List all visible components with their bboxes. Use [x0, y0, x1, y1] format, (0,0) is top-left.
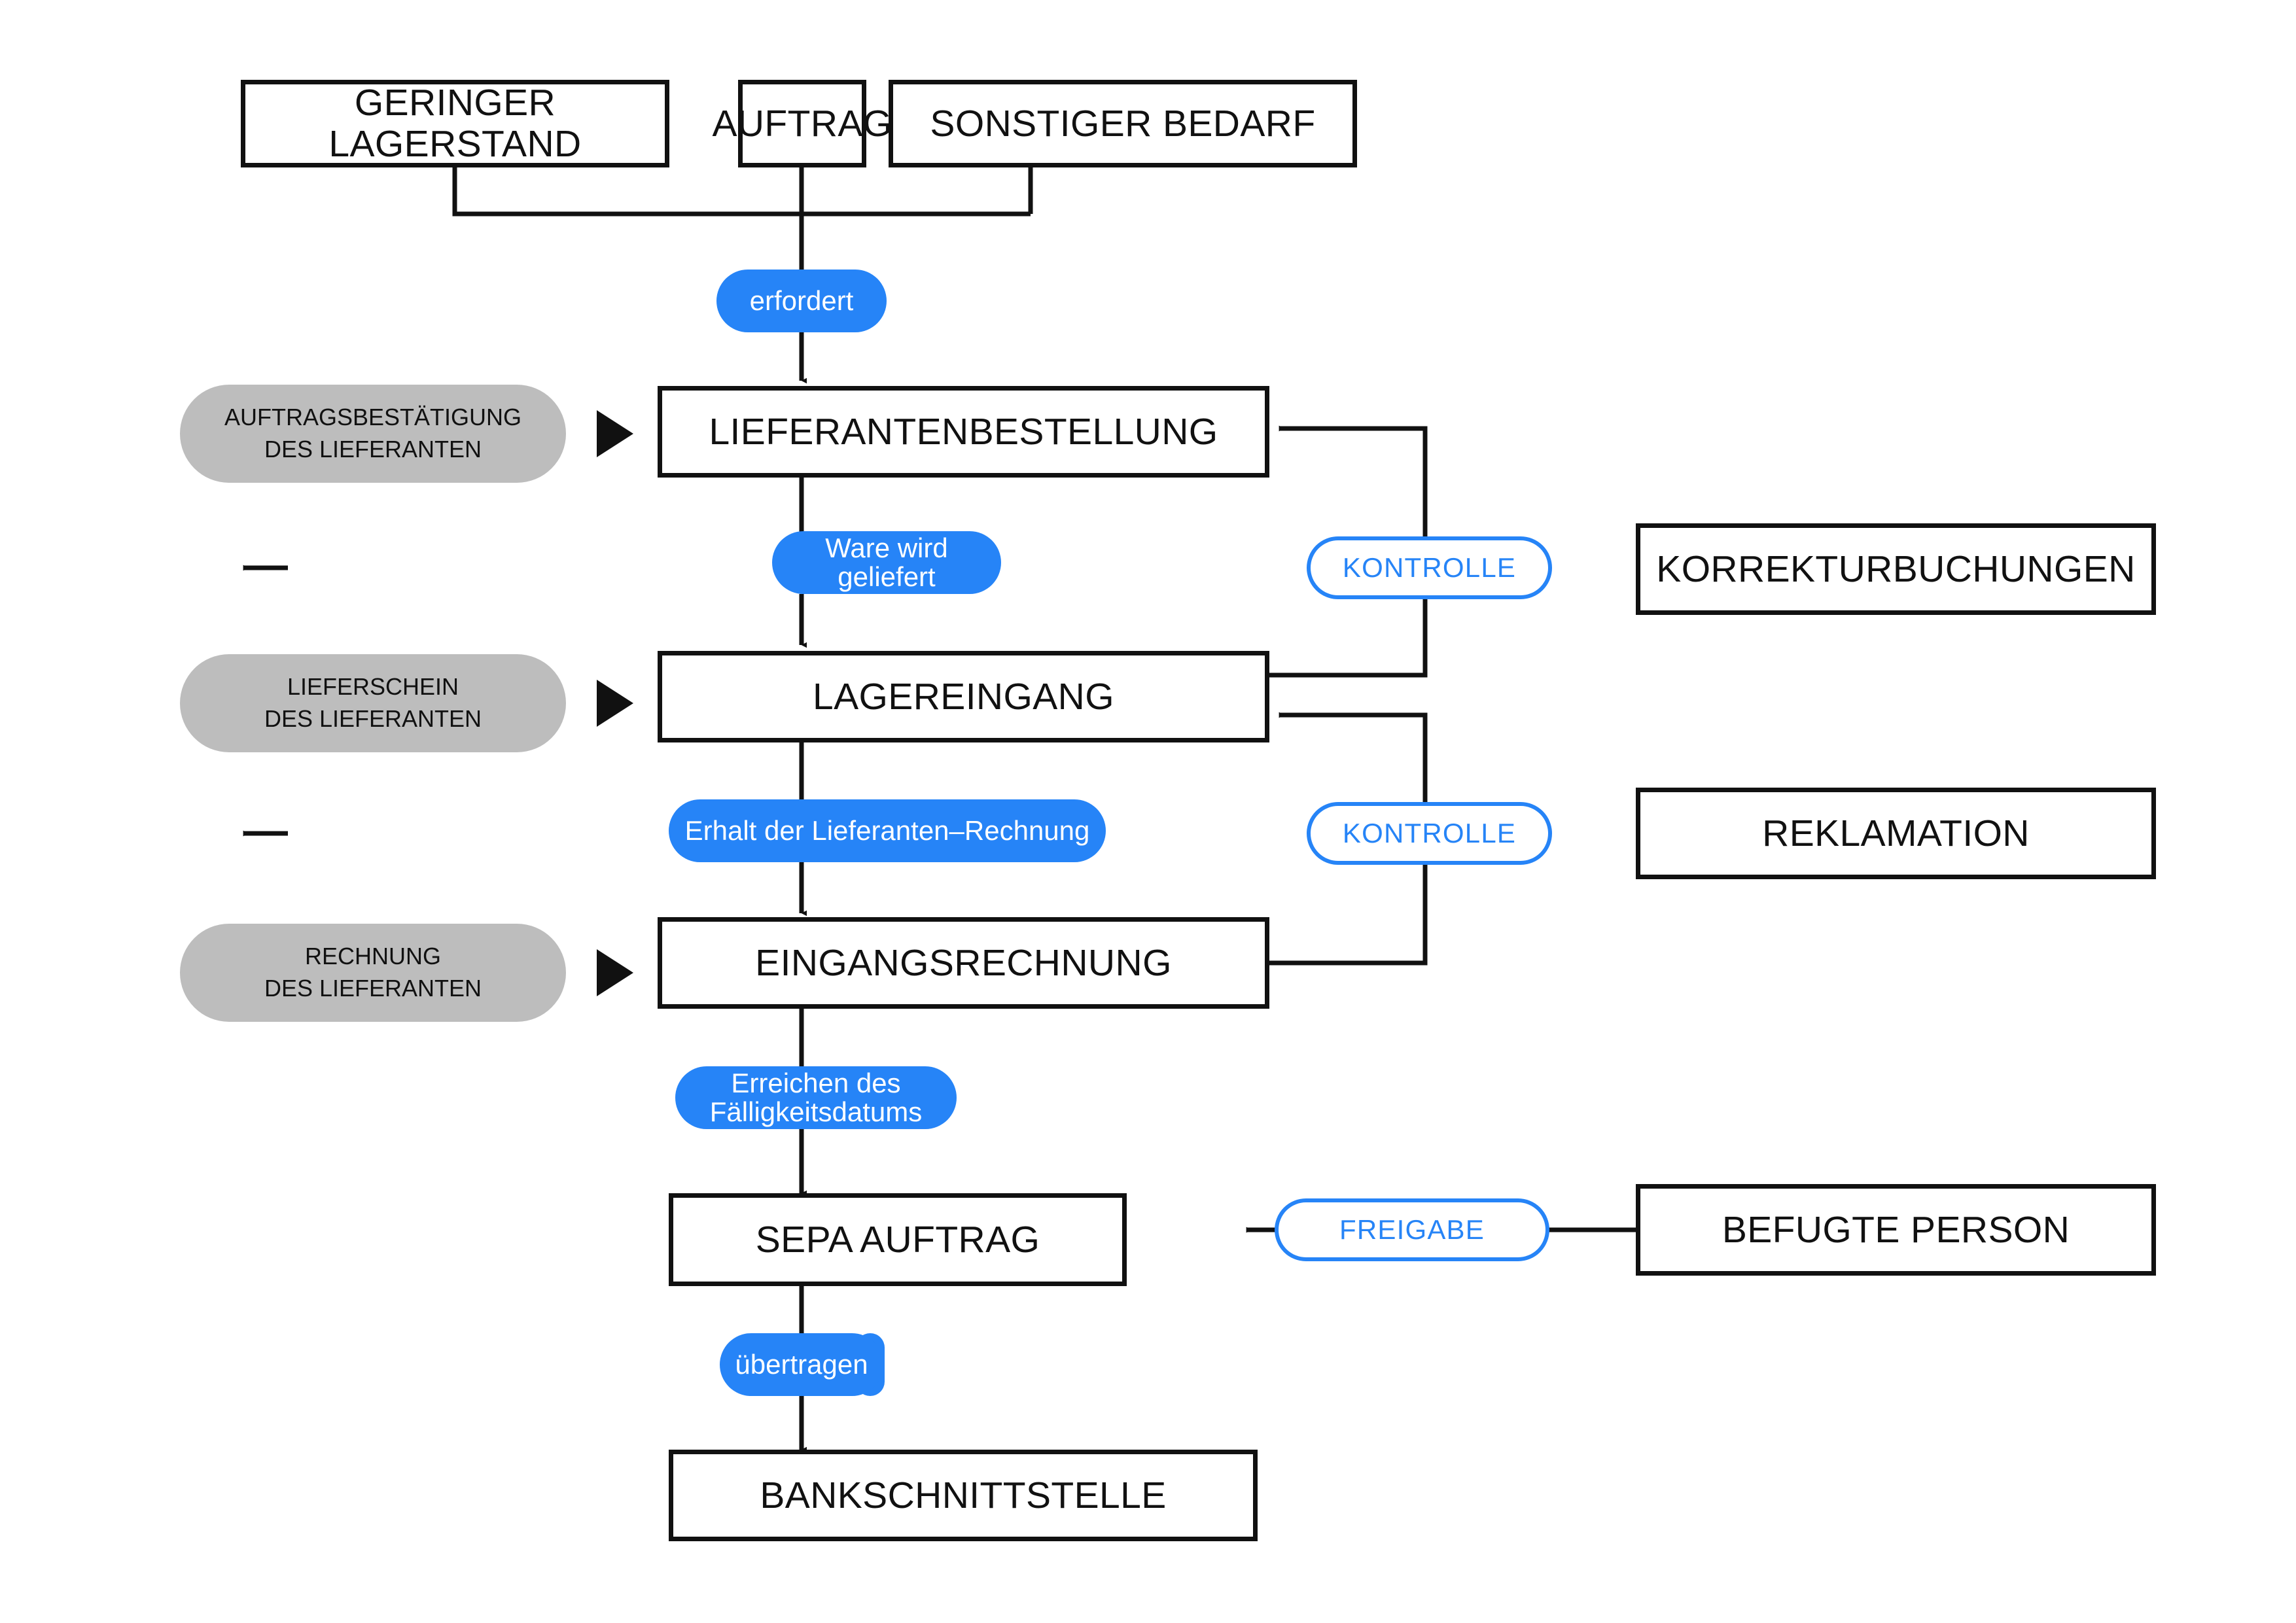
- trigger-box-label: SONSTIGER BEDARF: [930, 102, 1316, 145]
- process-box-bankschnittstelle[interactable]: BANKSCHNITTSTELLE: [669, 1450, 1258, 1541]
- side-box-label: BEFUGTE PERSON: [1722, 1208, 2070, 1251]
- side-box-label: REKLAMATION: [1762, 812, 2030, 854]
- gate-pill-freigabe[interactable]: FREIGABE: [1275, 1198, 1549, 1261]
- event-pill-label: übertragen: [735, 1348, 868, 1380]
- gate-pill-label: FREIGABE: [1339, 1213, 1485, 1245]
- trigger-box-auftrag[interactable]: AUFTRAG: [712, 80, 892, 167]
- document-pill-line1: LIEFERSCHEIN: [287, 673, 459, 701]
- document-pill-line2: DES LIEFERANTEN: [264, 975, 482, 1002]
- trigger-box-sonstiger-bedarf[interactable]: SONSTIGER BEDARF: [889, 80, 1357, 167]
- trigger-box-geringer-lagerstand[interactable]: GERINGER LAGERSTAND: [241, 80, 669, 167]
- process-box-label: BANKSCHNITTSTELLE: [760, 1474, 1167, 1516]
- document-pill-rechnung: RECHNUNG DES LIEFERANTEN: [180, 924, 566, 1022]
- event-pill-erhalt-der-lieferanten-rechnung[interactable]: Erhalt der Lieferanten–Rechnung: [669, 799, 1106, 862]
- play-triangle-icon: [597, 680, 633, 727]
- document-pill-auftragsbestaetigung: AUFTRAGSBESTÄTIGUNG DES LIEFERANTEN: [180, 385, 566, 483]
- process-box-eingangsrechnung[interactable]: EINGANGSRECHNUNG: [658, 917, 1269, 1009]
- trigger-box-label: AUFTRAG: [712, 102, 892, 145]
- process-box-label: LIEFERANTENBESTELLUNG: [709, 410, 1218, 453]
- event-pill-label: Erreichen des Fälligkeitsdatums: [709, 1067, 923, 1127]
- document-pill-line1: AUFTRAGSBESTÄTIGUNG: [224, 404, 522, 431]
- event-pill-label: Ware wird geliefert: [825, 532, 948, 592]
- event-pill-label: erfordert: [749, 285, 854, 316]
- process-box-label: SEPA AUFTRAG: [755, 1218, 1040, 1261]
- document-pill-line2: DES LIEFERANTEN: [264, 705, 482, 732]
- process-box-sepa-auftrag[interactable]: SEPA AUFTRAG: [669, 1193, 1127, 1286]
- side-box-label: KORREKTURBUCHUNGEN: [1656, 548, 2136, 590]
- gate-pill-label: KONTROLLE: [1342, 551, 1517, 583]
- document-pill-lieferschein: LIEFERSCHEIN DES LIEFERANTEN: [180, 654, 566, 752]
- event-pill-erreichen-des-faelligkeitsdatums[interactable]: Erreichen des Fälligkeitsdatums: [675, 1066, 957, 1129]
- process-box-lieferantenbestellung[interactable]: LIEFERANTENBESTELLUNG: [658, 386, 1269, 478]
- gate-pill-kontrolle-2[interactable]: KONTROLLE: [1307, 802, 1552, 865]
- event-pill-ware-wird-geliefert[interactable]: Ware wird geliefert: [772, 531, 1001, 594]
- process-box-label: EINGANGSRECHNUNG: [755, 941, 1172, 984]
- side-box-korrekturbuchungen[interactable]: KORREKTURBUCHUNGEN: [1636, 523, 2156, 615]
- gate-pill-label: KONTROLLE: [1342, 817, 1517, 848]
- side-box-befugte-person[interactable]: BEFUGTE PERSON: [1636, 1184, 2156, 1276]
- process-box-label: LAGEREINGANG: [813, 675, 1114, 718]
- trigger-box-label: GERINGER LAGERSTAND: [328, 82, 582, 165]
- document-pill-line1: RECHNUNG: [304, 943, 441, 970]
- event-pill-erfordert[interactable]: erfordert: [716, 270, 887, 332]
- document-pill-line2: DES LIEFERANTEN: [264, 436, 482, 462]
- event-pill-label: Erhalt der Lieferanten–Rechnung: [684, 814, 1090, 846]
- play-triangle-icon: [597, 410, 633, 457]
- event-pill-uebertragen[interactable]: übertragen: [720, 1333, 883, 1396]
- process-box-lagereingang[interactable]: LAGEREINGANG: [658, 651, 1269, 742]
- play-triangle-icon: [597, 949, 633, 996]
- wire-geringer-to-bus: [452, 167, 1031, 217]
- gate-pill-kontrolle-1[interactable]: KONTROLLE: [1307, 536, 1552, 599]
- side-box-reklamation[interactable]: REKLAMATION: [1636, 788, 2156, 879]
